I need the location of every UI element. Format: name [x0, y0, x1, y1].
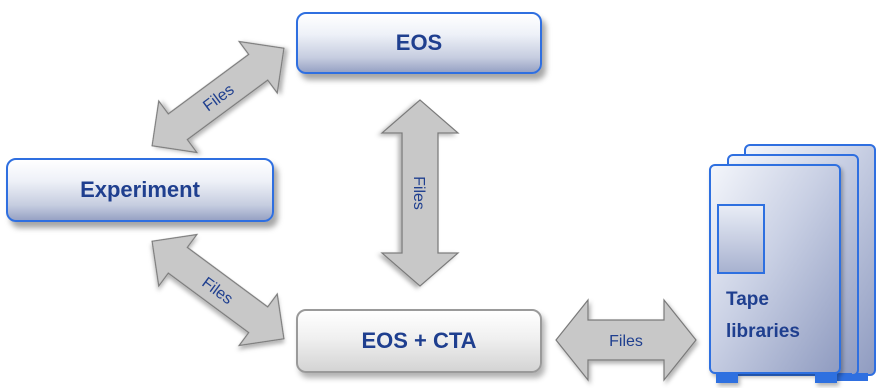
tape-cabinet-foot: [815, 373, 837, 383]
tape-cabinet-front: [709, 164, 841, 383]
tape-libraries-icon: Tape libraries: [709, 144, 876, 383]
arrow-experiment-cta: Files: [151, 233, 285, 347]
tape-label-line2: libraries: [726, 321, 800, 342]
arrow-cta-tape: Files: [555, 298, 697, 382]
double-arrow-icon: [151, 233, 285, 347]
double-arrow-icon: [380, 99, 460, 287]
arrow-experiment-eos: Files: [151, 40, 285, 154]
tape-cabinet-foot: [716, 373, 738, 383]
node-eos-label: EOS: [395, 30, 443, 55]
tape-cabinet-panel: [717, 204, 765, 274]
node-eos: EOS: [296, 12, 542, 74]
arrow-label-cta-tape: Files: [609, 333, 643, 350]
node-eos-cta-label: EOS + CTA: [361, 328, 477, 353]
node-experiment: Experiment: [6, 158, 274, 222]
node-experiment-label: Experiment: [80, 177, 200, 202]
node-eos-cta: EOS + CTA: [296, 309, 542, 373]
double-arrow-icon: [555, 298, 697, 382]
tape-label-line1: Tape: [726, 289, 769, 310]
arrow-eos-cta: Files: [380, 99, 460, 287]
arrow-label-eos-cta: Files: [410, 176, 427, 210]
double-arrow-icon: [151, 40, 285, 154]
